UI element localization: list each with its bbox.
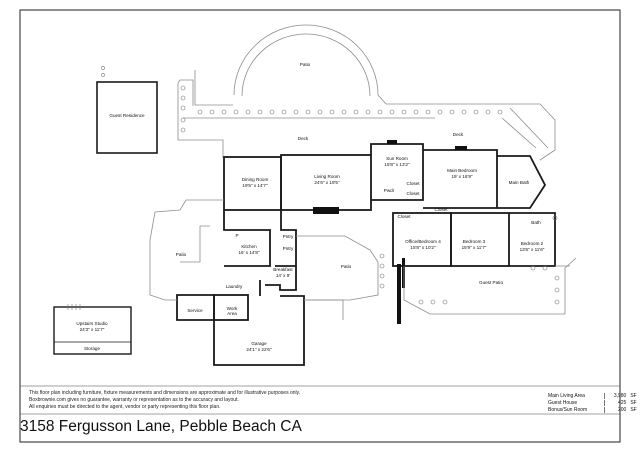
patio-planters	[379, 215, 560, 305]
bedroom-2-dims: 13'6" x 11'6"	[519, 247, 545, 252]
guest-patio-label: Guest Patio	[478, 280, 504, 285]
property-address: 3158 Fergusson Lane, Pebble Beach CA	[20, 418, 302, 435]
garage-dims: 24'1" x 22'6"	[246, 347, 272, 352]
house-walls	[176, 143, 556, 366]
dining-room-label: Dining Room	[241, 177, 269, 182]
p-mark-label: P	[235, 233, 239, 238]
sun-room-label: Sun Room	[386, 156, 408, 161]
guest-residence-label: Guest Residence	[109, 113, 145, 118]
area-row: Bonus/Sun Room 200 SF	[540, 406, 640, 413]
garage-label: Garage	[251, 341, 267, 346]
deck-shape	[177, 79, 556, 161]
living-room-dims: 24'6" x 19'5"	[314, 180, 340, 185]
main-bedroom-label: Main Bedroom	[447, 168, 477, 173]
upstairs-studio-dims: 24'3" x 11'7"	[79, 327, 105, 332]
patio-outlines	[149, 199, 577, 320]
main-bedroom-dims: 19' x 16'9"	[451, 174, 473, 179]
area-value: 3,980	[604, 392, 628, 399]
dark-accents	[313, 140, 467, 324]
area-name: Main Living Area	[548, 392, 585, 399]
breakfast-dims: 14' x 9'	[275, 273, 291, 278]
area-unit: SF	[630, 392, 637, 399]
upstairs-studio-inset	[53, 306, 132, 355]
patio-center-label: Patio	[340, 264, 352, 269]
bedroom-3-label: Bedroom 3	[462, 239, 486, 244]
area-unit: SF	[630, 406, 637, 413]
living-room-label: Living Room	[314, 174, 340, 179]
closet-4-label: Closet	[434, 207, 448, 212]
laundry-label: Laundry	[225, 284, 243, 289]
bedroom-2-label: Bedroom 2	[520, 241, 544, 246]
sun-room-dims: 15'8" x 13'2"	[384, 162, 410, 167]
deck-right-label: Deck	[452, 132, 464, 137]
area-row: Main Living Area 3,980 SF	[540, 392, 640, 399]
work-area-label: Work Area	[226, 306, 238, 316]
area-value: 200	[604, 406, 628, 413]
disclaimer-line-2: Boxbrownie.com gives no guarantee, warra…	[29, 397, 239, 403]
patio-top-label: Patio	[299, 62, 311, 67]
area-name: Bonus/Sun Room	[548, 406, 588, 413]
office-bedroom-4-label: Office/Bedroom 4	[405, 239, 441, 244]
disclaimer-line-3: All enquiries must be directed to the ag…	[29, 404, 221, 410]
kitchen-dims: 16' x 14'8"	[238, 250, 260, 255]
bedroom-3-dims: 15'9" x 11'7"	[461, 245, 487, 250]
storage-label: Storage	[83, 346, 101, 351]
area-value: 425	[604, 399, 628, 406]
top-patio-shape	[194, 24, 430, 106]
area-name: Guest House	[548, 399, 578, 406]
office-bedroom-4-dims: 15'8" x 10'2"	[410, 245, 436, 250]
upstairs-studio-label: Upstairs Studio	[76, 321, 108, 326]
bath-label: Bath	[531, 220, 541, 225]
studio-stairs	[67, 304, 81, 310]
area-summary-table: Main Living Area 3,980 SF Guest House 42…	[540, 392, 640, 413]
dining-room-dims: 19'5" x 14'7"	[242, 183, 268, 188]
patio-left-label: Patio	[175, 252, 187, 257]
area-unit: SF	[630, 399, 637, 406]
closet-3-label: Closet	[397, 214, 411, 219]
disclaimer-line-1: This floor plan including furniture, fix…	[29, 390, 301, 396]
pntry-2-label: Pntry	[282, 246, 294, 251]
main-bath-label: Main Bath	[508, 180, 530, 185]
deck-left-label: Deck	[297, 136, 309, 141]
service-label: Service	[187, 308, 203, 313]
deck-planters	[101, 66, 503, 133]
page-frame	[19, 9, 621, 443]
kitchen-label: Kitchen	[241, 244, 257, 249]
pwdr-label: Pwdr	[383, 188, 395, 193]
area-row: Guest House 425 SF	[540, 399, 640, 406]
breakfast-label: Breakfast	[273, 267, 293, 272]
pntry-1-label: Pntry	[282, 234, 294, 239]
closet-2-label: Closet	[406, 191, 420, 196]
guest-residence-outline	[96, 81, 158, 154]
closet-1-label: Closet	[406, 181, 420, 186]
